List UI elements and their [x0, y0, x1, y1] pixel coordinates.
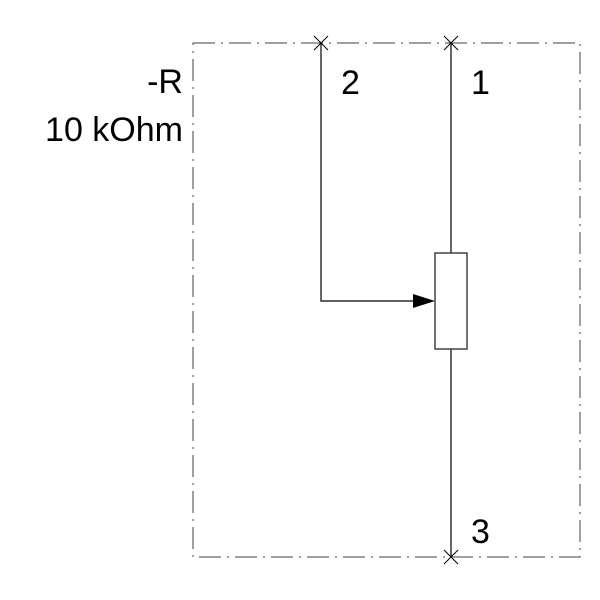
pin-2-connection-mark: [313, 35, 329, 51]
wiper-arrowhead: [413, 294, 435, 308]
component-value: 10 kOhm: [45, 111, 183, 149]
pin-label-1: 1: [471, 64, 490, 102]
component-designation: -R: [147, 63, 183, 101]
component-frame: [192, 42, 581, 558]
wiper-wire: [320, 43, 414, 302]
pin-1-connection-mark: [443, 35, 459, 51]
pin-label-3: 3: [471, 513, 490, 551]
pin-label-2: 2: [341, 64, 360, 102]
resistor-body: [434, 252, 468, 350]
pin-3-connection-mark: [443, 549, 459, 565]
